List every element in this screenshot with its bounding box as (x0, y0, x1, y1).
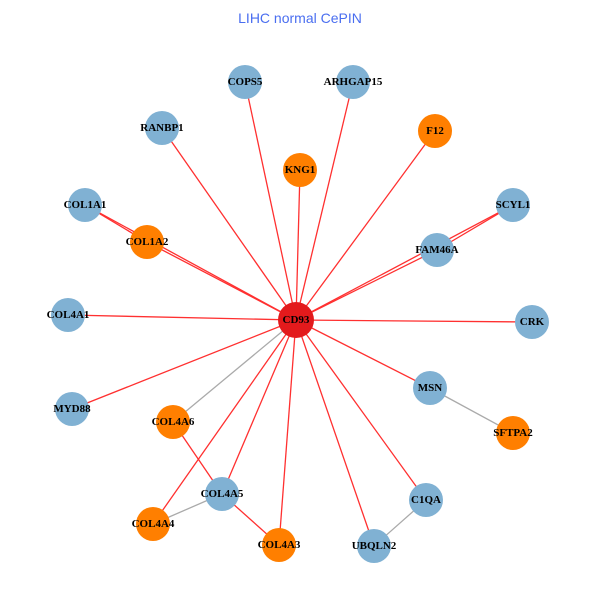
node-circle (51, 298, 85, 332)
node-label: COL4A5 (201, 488, 244, 500)
node-circle (413, 371, 447, 405)
node-label: SCYL1 (496, 199, 531, 211)
node-label: MYD88 (53, 403, 91, 415)
edge-cd93-col4a1 (67, 314, 297, 321)
node-circle (228, 65, 262, 99)
edge-cd93-ubqln2 (295, 319, 375, 547)
node-label: COL4A3 (258, 539, 301, 551)
node-cops5: COPS5 (228, 65, 263, 99)
node-label: CD93 (283, 314, 310, 326)
node-col4a4: COL4A4 (132, 507, 175, 541)
node-col4a1: COL4A1 (47, 298, 90, 332)
node-circle (496, 416, 530, 450)
node-circle (420, 233, 454, 267)
node-circle (130, 225, 164, 259)
node-label: KNG1 (285, 164, 316, 176)
node-circle (205, 477, 239, 511)
node-myd88: MYD88 (53, 392, 91, 426)
node-label: COL1A1 (64, 199, 107, 211)
node-label: ARHGAP15 (324, 76, 383, 88)
node-label: SFTPA2 (493, 427, 533, 439)
node-label: COL1A2 (126, 236, 169, 248)
edge-cd93-col1a1 (84, 204, 297, 321)
node-label: COL4A1 (47, 309, 90, 321)
node-f12: F12 (418, 114, 452, 148)
node-label: COPS5 (228, 76, 263, 88)
edge-cd93-fam46a (295, 249, 438, 321)
node-circle (357, 529, 391, 563)
node-circle (283, 153, 317, 187)
node-circle (262, 528, 296, 562)
edge-cd93-scyl1 (295, 204, 514, 321)
node-fam46a: FAM46A (415, 233, 459, 267)
node-label: UBQLN2 (352, 540, 397, 552)
edge-cd93-c1qa (295, 319, 427, 501)
edge-cd93-col4a6 (172, 319, 297, 423)
node-circle (409, 483, 443, 517)
node-label: F12 (426, 125, 444, 137)
edge-cd93-crk (295, 319, 533, 323)
edge-cd93-f12 (295, 130, 436, 321)
node-circle (336, 65, 370, 99)
node-col1a2: COL1A2 (126, 225, 169, 259)
node-col1a1: COL1A1 (64, 188, 107, 222)
node-circle (418, 114, 452, 148)
node-label: C1QA (411, 494, 441, 506)
edge-cd93-col1a2 (146, 241, 297, 321)
edge-cd93-col4a3 (278, 319, 297, 546)
node-scyl1: SCYL1 (496, 188, 531, 222)
node-circle (55, 392, 89, 426)
node-circle (156, 405, 190, 439)
node-circle (278, 302, 314, 338)
node-msn: MSN (413, 371, 447, 405)
node-col4a6: COL4A6 (152, 405, 195, 439)
edge-cd93-arhgap15 (295, 81, 354, 321)
node-label: MSN (418, 382, 443, 394)
edge-cd93-myd88 (71, 319, 297, 410)
diagram-title: LIHC normal CePIN (238, 10, 362, 26)
node-label: CRK (520, 316, 545, 328)
node-label: FAM46A (415, 244, 458, 256)
node-c1qa: C1QA (409, 483, 443, 517)
node-label: COL4A4 (132, 518, 175, 530)
node-circle (145, 111, 179, 145)
node-col4a5: COL4A5 (201, 477, 244, 511)
edge-cd93-col4a5 (221, 319, 297, 495)
node-circle (496, 188, 530, 222)
edge-cd93-ranbp1 (161, 127, 297, 321)
node-cd93: CD93 (278, 302, 314, 338)
node-label: RANBP1 (140, 122, 183, 134)
node-ubqln2: UBQLN2 (352, 529, 397, 563)
node-label: COL4A6 (152, 416, 195, 428)
node-circle (68, 188, 102, 222)
node-circle (136, 507, 170, 541)
node-ranbp1: RANBP1 (140, 111, 184, 145)
edge-cd93-msn (295, 319, 431, 389)
node-sftpa2: SFTPA2 (493, 416, 533, 450)
node-arhgap15: ARHGAP15 (324, 65, 383, 99)
node-circle (515, 305, 549, 339)
edge-cd93-kng1 (295, 169, 301, 321)
node-col4a3: COL4A3 (258, 528, 301, 562)
node-kng1: KNG1 (283, 153, 317, 187)
edge-cd93-cops5 (244, 81, 297, 321)
edge-cd93-col4a4 (152, 319, 297, 525)
node-crk: CRK (515, 305, 549, 339)
